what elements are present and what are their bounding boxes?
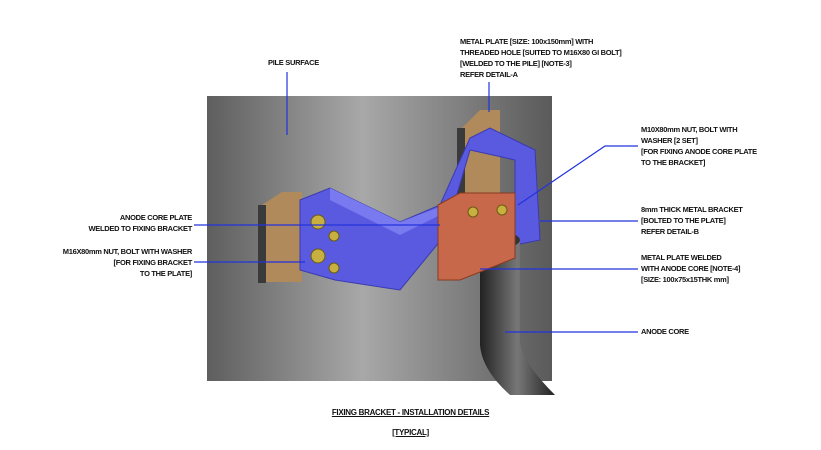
label-line: [FOR FIXING BRACKET — [113, 258, 193, 267]
label-line: [FOR FIXING ANODE CORE PLATE — [641, 147, 757, 156]
label-line: [SIZE: 100x75x15THK mm] — [641, 275, 729, 284]
label-metal-plate-top: METAL PLATE [SIZE: 100x150mm] WITH THREA… — [460, 36, 622, 80]
label-plate-welded: METAL PLATE WELDED WITH ANODE CORE [NOTE… — [641, 252, 740, 285]
label-anode-core: ANODE CORE — [641, 327, 689, 336]
diagram-title: FIXING BRACKET - INSTALLATION DETAILS — [200, 407, 621, 418]
label-anode-core-plate: ANODE CORE PLATE WELDED TO FIXING BRACKE… — [89, 212, 193, 234]
title-sub: [TYPICAL] — [392, 428, 429, 437]
metal-plate-left — [258, 192, 302, 283]
anode-core — [480, 240, 555, 395]
label-line: METAL PLATE [SIZE: 100x150mm] WITH — [460, 37, 594, 46]
label-line: M16X80mm NUT, BOLT WITH WASHER — [62, 247, 193, 256]
label-bracket: 8mm THICK METAL BRACKET [BOLTED TO THE P… — [641, 204, 743, 237]
label-line: WITH ANODE CORE [NOTE-4] — [641, 264, 741, 273]
label-line: METAL PLATE WELDED — [641, 253, 722, 262]
label-line: TO THE BRACKET] — [641, 158, 706, 167]
bracket-highlight — [330, 188, 445, 235]
title-main: FIXING BRACKET - INSTALLATION DETAILS — [331, 408, 490, 417]
label-line: TO THE PLATE] — [139, 269, 192, 278]
label-line: ANODE CORE PLATE — [119, 213, 192, 222]
label-line: WASHER [2 SET] — [641, 136, 698, 145]
diagram-subtitle: [TYPICAL] — [200, 427, 621, 438]
label-line: M10X80mm NUT, BOLT WITH — [641, 125, 738, 134]
label-line: REFER DETAIL-A — [460, 70, 518, 79]
label-line: 8mm THICK METAL BRACKET — [641, 205, 743, 214]
label-nut-bolt-right: M10X80mm NUT, BOLT WITH WASHER [2 SET] [… — [641, 124, 757, 168]
label-pile-surface: PILE SURFACE — [268, 58, 319, 67]
anode-core-plate — [437, 192, 516, 281]
label-line: [WELDED TO THE PILE] [NOTE-3] — [460, 59, 572, 68]
label-line: WELDED TO FIXING BRACKET — [88, 224, 193, 233]
metal-bracket — [299, 127, 541, 291]
label-line: REFER DETAIL-B — [641, 227, 699, 236]
bolts-right — [467, 204, 508, 218]
label-line: [BOLTED TO THE PLATE] — [641, 216, 726, 225]
label-line: THREADED HOLE [SUITED TO M16X80 GI BOLT] — [460, 48, 622, 57]
label-nut-bolt-left: M16X80mm NUT, BOLT WITH WASHER [FOR FIXI… — [62, 246, 193, 279]
leader-lines — [194, 72, 638, 333]
